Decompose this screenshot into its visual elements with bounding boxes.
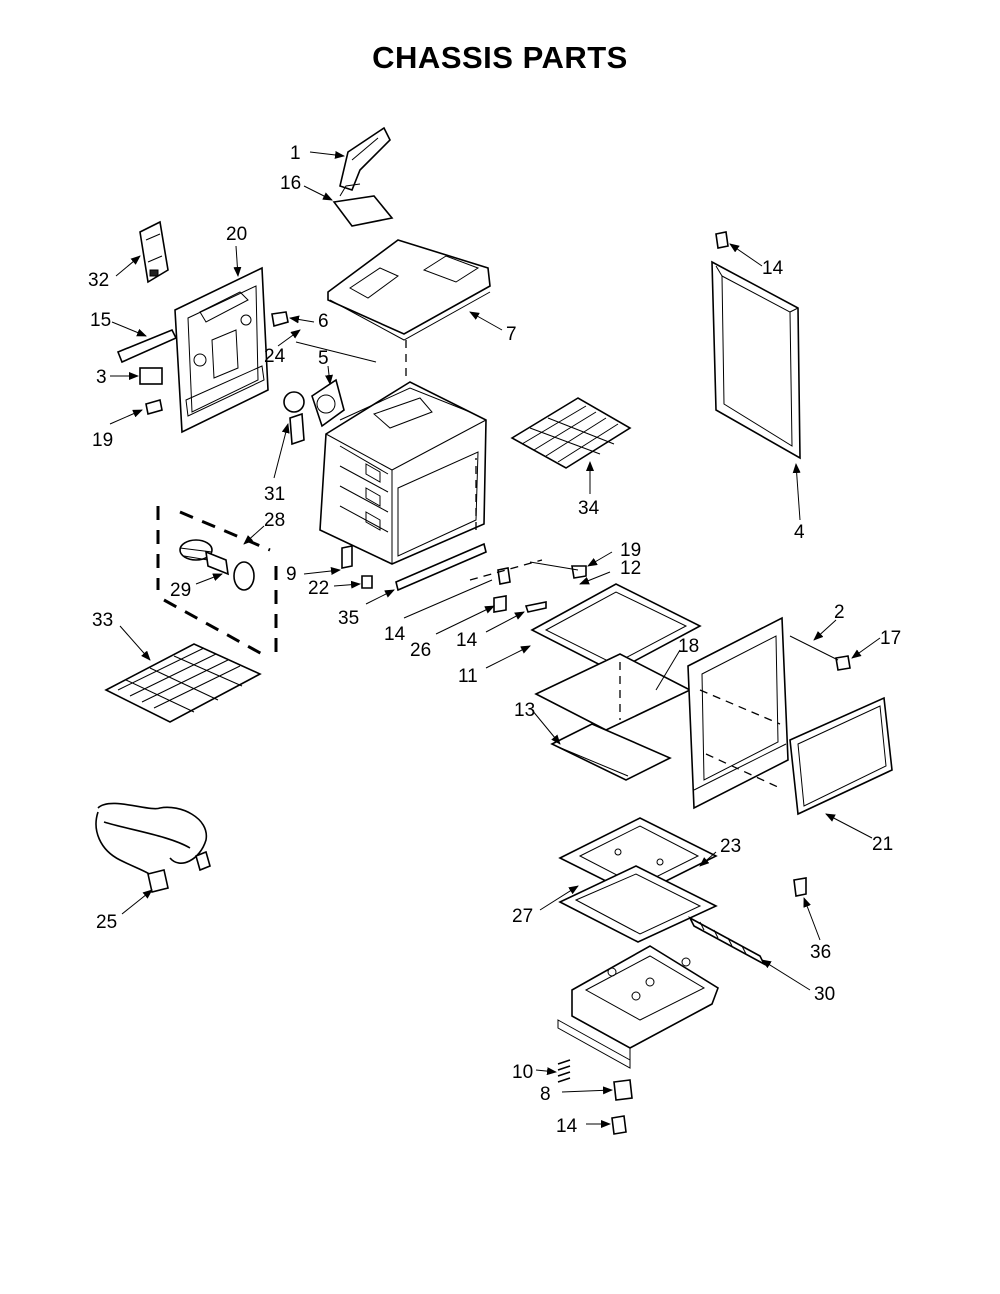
part-2-front-frame — [687, 616, 789, 810]
part-21-glass — [789, 696, 893, 816]
part-15-rod — [116, 328, 178, 364]
label-part-1: 1 — [290, 143, 301, 164]
label-part-15: 15 — [90, 310, 111, 331]
label-part-22: 22 — [308, 578, 329, 599]
label-part-12: 12 — [620, 558, 641, 579]
label-part-7: 7 — [506, 324, 517, 345]
label-part-17: 17 — [880, 628, 901, 649]
label-part-31: 31 — [264, 484, 285, 505]
label-part-34: 34 — [578, 498, 600, 519]
label-part-36: 36 — [810, 942, 831, 963]
label-part-8: 8 — [540, 1084, 551, 1105]
label-part-3: 3 — [96, 367, 107, 388]
part-5-fan — [311, 378, 345, 428]
part-32-bracket — [139, 220, 169, 284]
base-chassis — [557, 945, 719, 1069]
part-20-back-panel — [174, 266, 269, 434]
part-7-top-panel — [327, 239, 491, 341]
label-part-24: 24 — [264, 346, 286, 367]
label-part-23: 23 — [720, 836, 741, 857]
part-35-trim — [395, 542, 487, 592]
label-part-28: 28 — [264, 510, 285, 531]
dashed-group-outline — [156, 506, 278, 656]
part-12-rod — [529, 561, 579, 571]
part-30-strip — [688, 916, 766, 966]
label-part-2: 2 — [834, 602, 845, 623]
label-part-27: 27 — [512, 906, 533, 927]
label-part-30: 30 — [814, 984, 835, 1005]
leader-lines — [109, 150, 881, 1128]
label-part-13: 13 — [514, 700, 535, 721]
part-25-cord — [95, 802, 211, 893]
part-9-clip — [341, 545, 353, 569]
label-part-14-a: 14 — [384, 624, 406, 645]
label-part-18: 18 — [678, 636, 699, 657]
label-part-19-mid: 19 — [620, 540, 641, 561]
label-part-32: 32 — [88, 270, 109, 291]
part-17-screw — [835, 655, 851, 671]
label-part-10: 10 — [512, 1062, 533, 1083]
label-part-21: 21 — [872, 834, 893, 855]
part-22-screw — [361, 575, 373, 589]
part-4-door-frame — [711, 260, 801, 460]
label-part-29: 29 — [170, 580, 191, 601]
diagram-title: CHASSIS PARTS — [372, 40, 628, 75]
part-8-leveler — [613, 1079, 633, 1101]
oven-cavity — [319, 381, 487, 565]
part-number-labels: 1 16 32 20 15 6 7 3 24 5 19 31 28 29 9 2… — [88, 143, 901, 1137]
label-part-35: 35 — [338, 608, 359, 629]
label-part-14-c: 14 — [762, 258, 784, 279]
part-33-rack — [104, 643, 262, 723]
part-13-tray — [550, 723, 672, 781]
part-36-clip — [793, 877, 807, 897]
part-19-screw-mid — [571, 565, 587, 579]
part-6-fitting — [271, 311, 289, 328]
label-part-11: 11 — [458, 666, 478, 687]
part-26-clip — [493, 595, 507, 613]
label-part-16: 16 — [280, 173, 301, 194]
label-part-33: 33 — [92, 610, 113, 631]
label-part-26: 26 — [410, 640, 431, 661]
part-19-screw — [145, 398, 163, 416]
part-31-blower — [283, 391, 305, 446]
part-14-screw-pin — [524, 601, 547, 613]
alignment-lines — [405, 340, 781, 789]
part-28-knob — [179, 539, 213, 561]
part-16-plate — [332, 183, 394, 227]
label-part-6: 6 — [318, 311, 329, 332]
part-34-rack — [510, 397, 632, 469]
part-14-screw — [715, 231, 729, 249]
label-part-4: 4 — [794, 522, 805, 543]
part-18-shield — [534, 653, 692, 731]
part-27-panel — [558, 865, 718, 943]
label-part-5: 5 — [318, 348, 329, 369]
label-part-20: 20 — [226, 224, 247, 245]
part-14-screw-bottom — [611, 1115, 627, 1135]
part-29-shaft — [205, 550, 255, 591]
label-part-14-d: 14 — [556, 1116, 578, 1137]
label-part-25: 25 — [96, 912, 117, 933]
part-1-bracket — [339, 126, 391, 191]
label-part-14-b: 14 — [456, 630, 478, 651]
label-part-9: 9 — [286, 564, 297, 585]
part-10-spring — [557, 1059, 571, 1083]
label-part-19-left: 19 — [92, 430, 113, 451]
part-3-block — [139, 367, 163, 385]
part-11-gasket — [530, 583, 702, 673]
